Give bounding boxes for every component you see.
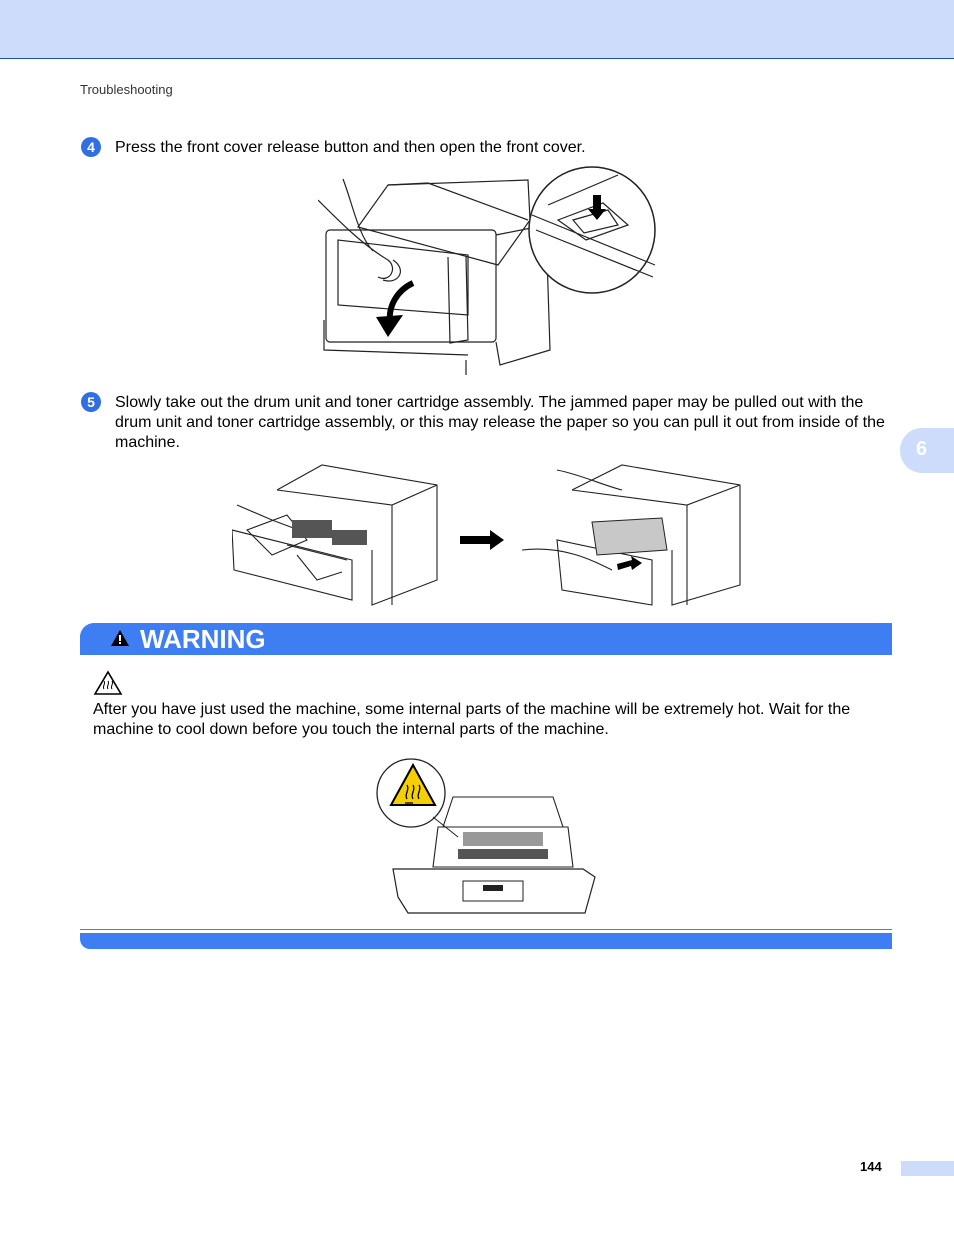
page-number-band — [901, 1161, 954, 1176]
step-text-5: Slowly take out the drum unit and toner … — [115, 394, 885, 451]
warning-triangle-icon — [111, 630, 129, 646]
step-number-4: 4 — [81, 137, 101, 157]
header-band — [0, 0, 954, 59]
warning-banner: WARNING — [80, 623, 892, 655]
warning-text: After you have just used the machine, so… — [93, 701, 851, 738]
warning-footer-bar — [80, 933, 892, 949]
chapter-tab: 6 — [900, 428, 954, 473]
step-number-5: 5 — [81, 392, 101, 412]
hot-internal-parts-illustration — [376, 758, 596, 914]
page-number: 144 — [860, 1159, 882, 1174]
chapter-number: 6 — [916, 438, 928, 460]
step-text-4: Press the front cover release button and… — [115, 139, 586, 156]
hot-surface-icon — [93, 670, 123, 695]
open-front-cover-illustration — [318, 166, 656, 375]
warning-title: WARNING — [140, 624, 266, 654]
section-label: Troubleshooting — [80, 82, 173, 97]
remove-drum-unit-illustration — [232, 464, 741, 606]
section-divider — [80, 929, 892, 930]
